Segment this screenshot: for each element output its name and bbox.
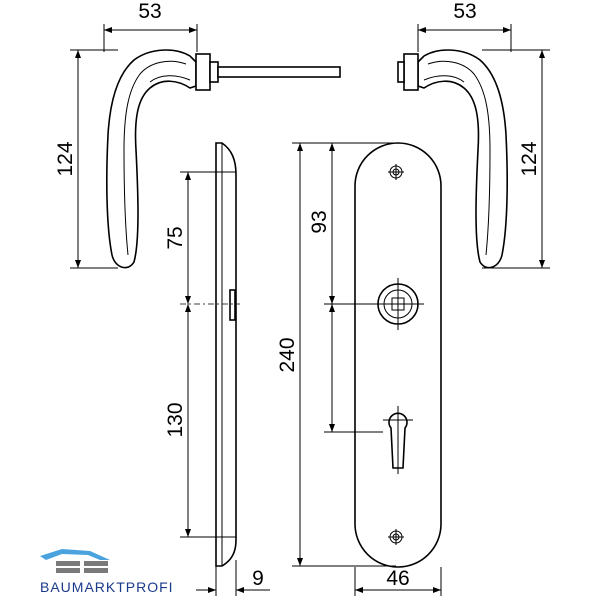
right-handle-view: 53 124 bbox=[397, 0, 550, 269]
dim-left-handle-width: 53 bbox=[138, 0, 161, 23]
left-handle-view: 53 124 bbox=[54, 0, 341, 269]
dim-plate-width: 46 bbox=[386, 567, 409, 590]
dim-plate-upper: 75 bbox=[164, 226, 187, 249]
plate-side-view: 75 130 9 bbox=[164, 142, 270, 596]
logo-roof-icon bbox=[40, 549, 110, 560]
dim-plate-thickness: 9 bbox=[252, 567, 264, 590]
dim-plate-lower: 130 bbox=[164, 402, 187, 437]
plate-front-view: 240 93 46 bbox=[276, 142, 442, 596]
dim-right-handle-height: 124 bbox=[518, 141, 541, 176]
dim-handle-to-key: 93 bbox=[308, 210, 331, 233]
dim-plate-total: 240 bbox=[276, 337, 299, 372]
logo-text: BAUMARKTPROFI bbox=[40, 579, 174, 595]
brand-logo: BAUMARKTPROFI bbox=[40, 549, 174, 595]
dim-left-handle-height: 124 bbox=[54, 141, 77, 176]
dim-right-handle-width: 53 bbox=[453, 0, 476, 23]
